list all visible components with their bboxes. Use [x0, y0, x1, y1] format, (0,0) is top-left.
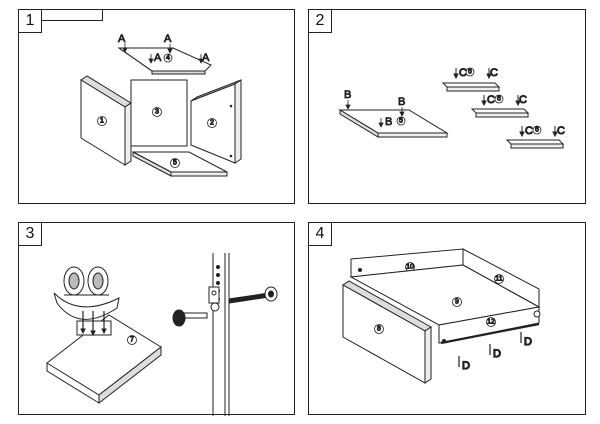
base-panel-part-5: 5 — [338, 109, 449, 138]
left-side-panel-part-1: 1 — [80, 75, 132, 166]
fitting-label-a: A — [154, 52, 162, 64]
fitting-label-d: D — [493, 348, 501, 360]
hinge-fitting — [172, 253, 278, 416]
shelf-part-6: 6 C C — [505, 125, 566, 149]
top-panel-part-4: 4 — [117, 47, 212, 75]
part-label-6: 6 — [497, 96, 501, 103]
part-label-9: 9 — [455, 299, 459, 306]
shelves-illustration: 5 B B B 6 C C — [338, 67, 566, 149]
back-panel-part-3: 3 — [130, 79, 188, 147]
step-number-2: 2 — [308, 9, 332, 33]
fitting-label-b: B — [398, 96, 405, 108]
fitting-a-markers: A A A A — [118, 33, 211, 65]
part-label-6: 6 — [535, 127, 539, 134]
caster-wheel — [53, 266, 120, 337]
fitting-label-b: B — [344, 89, 351, 101]
step-title-tab-1 — [41, 9, 103, 21]
step-panel-4: 4 10 11 9 — [308, 222, 586, 415]
step-panel-1: 1 4 A A A A — [18, 9, 295, 204]
bottom-panel-part-5: 5 — [132, 151, 228, 177]
part-label-10: 10 — [406, 264, 414, 271]
shelf-part-6: 6 C C — [470, 94, 530, 118]
fitting-label-d: D — [524, 336, 532, 348]
fitting-b-markers: B B B — [344, 89, 406, 129]
fitting-label-c: C — [519, 94, 527, 106]
fitting-d-markers: D D D — [458, 332, 533, 373]
drawer-side-part-12: 12 — [438, 306, 541, 345]
caster-and-hinge-illustration: 7 — [46, 253, 278, 416]
fitting-label-a: A — [164, 33, 172, 45]
right-side-panel-part-2: 2 — [190, 79, 242, 164]
part-label-11: 11 — [495, 276, 502, 283]
step-number-3: 3 — [18, 222, 42, 246]
drawer-illustration: 10 11 9 8 — [342, 248, 541, 384]
fitting-label-c: C — [490, 67, 498, 79]
fitting-label-c: C — [459, 67, 467, 79]
part-label-6: 6 — [468, 69, 472, 76]
fitting-label-d: D — [462, 360, 470, 372]
part-label-8: 8 — [377, 326, 381, 333]
shelf-part-6: 6 C C — [441, 67, 501, 92]
fitting-label-b: B — [385, 116, 392, 128]
part-label-3: 3 — [155, 109, 159, 116]
part-label-12: 12 — [487, 319, 495, 326]
part-label-2: 2 — [210, 120, 214, 127]
step-panel-3: 3 7 — [18, 222, 295, 416]
fitting-label-c: C — [525, 125, 533, 137]
part-label-4: 4 — [166, 55, 170, 62]
part-label-1: 1 — [100, 118, 104, 125]
step-number-4: 4 — [308, 222, 332, 246]
fitting-label-a: A — [118, 33, 126, 45]
fitting-label-c: C — [557, 125, 565, 137]
part-label-5: 5 — [173, 160, 177, 167]
step-number-1: 1 — [18, 9, 42, 33]
part-label-5: 5 — [399, 118, 403, 125]
cabinet-carcass-illustration: 4 A A A A 1 — [80, 33, 242, 177]
drawer-front-part-8: 8 — [342, 280, 432, 384]
part-label-7: 7 — [130, 337, 134, 344]
fitting-label-a: A — [202, 52, 210, 64]
fitting-label-c: C — [487, 94, 495, 106]
step-panel-2: 2 5 B B B 6 — [308, 9, 586, 204]
